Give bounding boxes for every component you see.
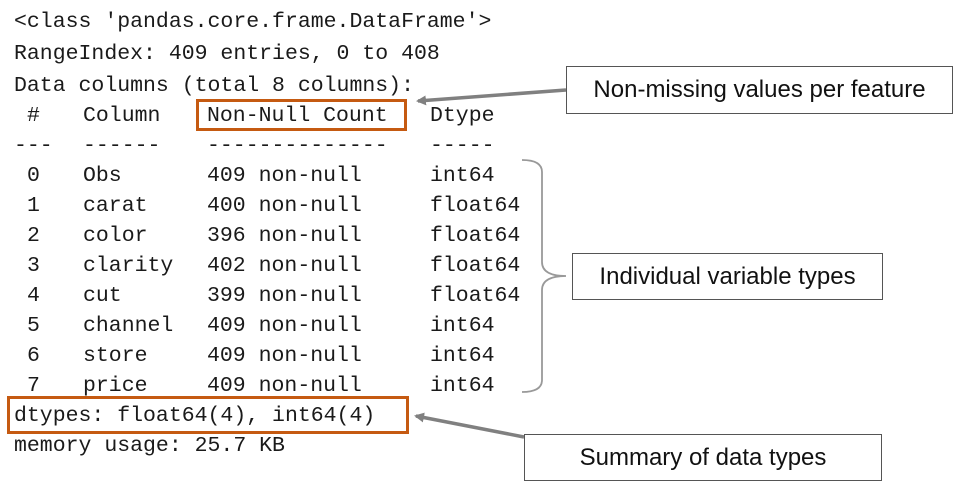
non-missing-arrow (416, 88, 567, 106)
row-column: color (83, 224, 148, 248)
row-count: 409 non-null (207, 374, 362, 398)
summary-data-types-callout: Summary of data types (524, 434, 882, 481)
row-dtype: int64 (430, 374, 495, 398)
header-column: Column (83, 104, 161, 128)
row-count: 402 non-null (207, 254, 362, 278)
row-column: store (83, 344, 148, 368)
summary-types-arrow (414, 412, 525, 439)
dtypes-line: dtypes: float64(4), int64(4) (14, 401, 376, 431)
row-column: Obs (83, 164, 122, 188)
header-dtype: Dtype (430, 104, 495, 128)
dashes-num: --- (14, 134, 53, 158)
row-num: 4 (27, 284, 40, 308)
row-dtype: float64 (430, 254, 521, 278)
range-index-line: RangeIndex: 409 entries, 0 to 408 (14, 42, 440, 66)
row-dtype: float64 (430, 194, 521, 218)
non-missing-values-callout: Non-missing values per feature (566, 66, 953, 114)
row-num: 1 (27, 194, 40, 218)
header-non-null-count: Non-Null Count (207, 104, 388, 128)
non-null-count-highlight (196, 99, 407, 131)
row-num: 5 (27, 314, 40, 338)
dashes-non-null: -------------- (207, 134, 388, 158)
row-column: clarity (83, 254, 174, 278)
dashes-column: ------ (83, 134, 161, 158)
individual-variable-types-callout: Individual variable types (572, 253, 883, 300)
row-num: 0 (27, 164, 40, 188)
row-count: 396 non-null (207, 224, 362, 248)
memory-usage-line: memory usage: 25.7 KB (14, 434, 285, 458)
row-dtype: float64 (430, 224, 521, 248)
row-dtype: int64 (430, 314, 495, 338)
header-num: # (27, 104, 40, 128)
row-column: price (83, 374, 148, 398)
row-count: 409 non-null (207, 344, 362, 368)
variable-types-bracket (521, 159, 567, 393)
row-count: 409 non-null (207, 164, 362, 188)
row-column: channel (83, 314, 174, 338)
dtypes-summary-highlight (7, 396, 409, 434)
row-column: carat (83, 194, 148, 218)
row-num: 2 (27, 224, 40, 248)
row-num: 6 (27, 344, 40, 368)
row-dtype: int64 (430, 164, 495, 188)
class-line: <class 'pandas.core.frame.DataFrame'> (14, 10, 492, 34)
row-num: 3 (27, 254, 40, 278)
row-count: 409 non-null (207, 314, 362, 338)
row-column: cut (83, 284, 122, 308)
row-num: 7 (27, 374, 40, 398)
row-dtype: float64 (430, 284, 521, 308)
row-count: 400 non-null (207, 194, 362, 218)
dashes-dtype: ----- (430, 134, 495, 158)
columns-summary-line: Data columns (total 8 columns): (14, 74, 414, 98)
row-dtype: int64 (430, 344, 495, 368)
row-count: 399 non-null (207, 284, 362, 308)
